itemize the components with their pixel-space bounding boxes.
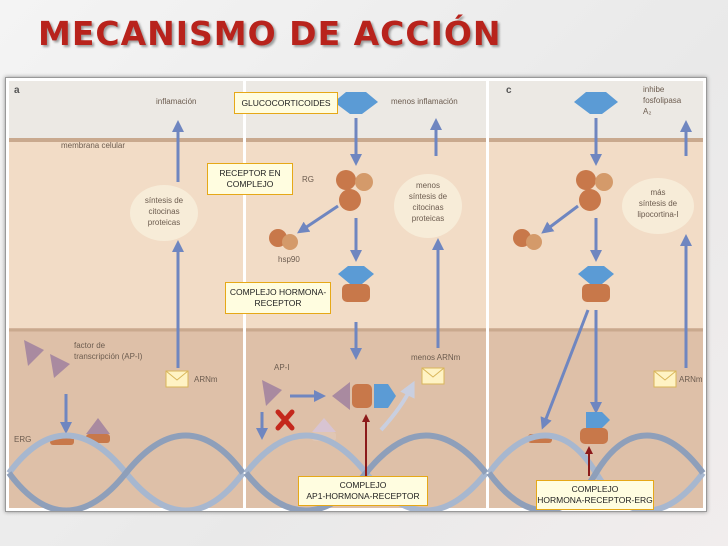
panel-b-hsp90-label: hsp90 — [278, 255, 300, 264]
panel-a-factor-line-1: factor de — [74, 341, 106, 350]
panel-a-membrane-label: membrana celular — [61, 141, 125, 150]
callout-receptor-complex: RECEPTOR EN COMPLEJO — [207, 163, 293, 195]
panel-c-inhibit-line-2: fosfolipasa — [643, 96, 682, 105]
panel-c-arnm-label: ARNm — [679, 375, 703, 384]
callout-hormone-receptor-erg: COMPLEJO HORMONA-RECEPTOR-ERG — [536, 480, 654, 510]
panel-b-rg-label: RG — [302, 175, 314, 184]
panel-b-synthesis-line-2: síntesis de — [409, 192, 448, 201]
callout-hormone-receptor-complex: COMPLEJO HORMONA- RECEPTOR — [225, 282, 331, 314]
panel-b-synthesis-line-1: menos — [416, 181, 440, 190]
panel-a-synthesis-line-1: síntesis de — [145, 196, 184, 205]
panel-c-synthesis-line-1: más — [650, 188, 665, 197]
panel-c-inhibit-line-3: A₂ — [643, 107, 651, 116]
panel-c-synthesis-line-3: lipocortina-I — [637, 210, 678, 219]
panel-b-hsp90-shape-2 — [282, 234, 298, 250]
panel-c: c inhibe fosfolipasa A₂ más síntesis de … — [489, 81, 703, 511]
panel-b-ap1-label: AP-I — [274, 363, 290, 372]
panel-c-hormone-receptor-receptor — [582, 284, 610, 302]
panel-b-less-arnm-label: menos ARNm — [411, 353, 461, 362]
panel-c-letter: c — [506, 85, 512, 96]
panel-b-hormone-receptor-receptor — [342, 284, 370, 302]
panel-a-factor-line-2: transcripción (AP-I) — [74, 352, 143, 361]
panel-b-receptor-complex-bottom — [339, 189, 361, 211]
panel-a-letter: a — [14, 85, 20, 96]
diagram-frame: a inflamación membrana celular síntesis … — [5, 77, 707, 512]
panel-b-receptor-complex-side — [355, 173, 373, 191]
panel-b-ap1-complex-receptor — [352, 384, 372, 408]
panel-b-synthesis-line-4: proteicas — [412, 214, 444, 223]
panel-c-synthesis-line-2: síntesis de — [639, 199, 678, 208]
panel-c-inhibit-line-1: inhibe — [643, 85, 665, 94]
panel-b-synthesis-line-3: citocinas — [412, 203, 443, 212]
slide-title: MECANISMO DE ACCIÓN — [38, 14, 502, 53]
panel-c-erg-complex-receptor — [580, 428, 608, 444]
panel-a-arnm-label: ARNm — [194, 375, 218, 384]
panel-a: a inflamación membrana celular síntesis … — [9, 81, 243, 511]
panel-a-erg-label: ERG — [14, 435, 31, 444]
callout-glucocorticoids: GLUCOCORTICOIDES — [234, 92, 338, 114]
mechanism-diagram: a inflamación membrana celular síntesis … — [6, 78, 706, 511]
panel-c-receptor-complex-side — [595, 173, 613, 191]
callout-ap1-hormone-receptor: COMPLEJO AP1-HORMONA-RECEPTOR — [298, 476, 428, 506]
panel-b-less-inflammation-label: menos inflamación — [391, 97, 458, 106]
panel-a-synthesis-line-2: citocinas — [148, 207, 179, 216]
panel-a-synthesis-line-3: proteicas — [148, 218, 180, 227]
panel-b-receptor-complex-top — [336, 170, 356, 190]
panel-c-receptor-complex-top — [576, 170, 596, 190]
panel-a-inflammation-label: inflamación — [156, 97, 196, 106]
panel-c-hsp90-shape-2 — [526, 234, 542, 250]
panel-c-receptor-complex-bottom — [579, 189, 601, 211]
